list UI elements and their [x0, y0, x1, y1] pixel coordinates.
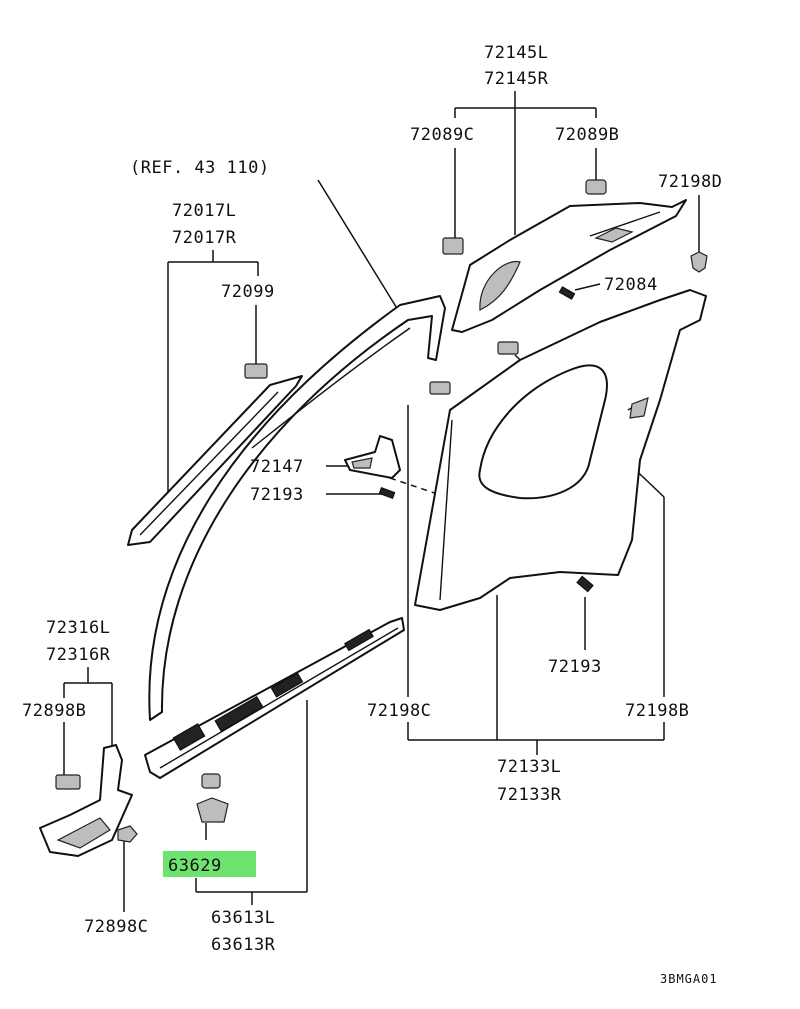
clip-72089c: [442, 237, 464, 255]
label-72898b: 72898B: [22, 701, 86, 721]
clip-72089b: [585, 179, 607, 195]
clip-72099: [244, 363, 268, 379]
label-72133r: 72133R: [497, 785, 562, 805]
label-72198c: 72198C: [367, 701, 431, 721]
label-72316l: 72316L: [46, 618, 110, 638]
label-72089b: 72089B: [555, 125, 619, 145]
label-72017l: 72017L: [172, 201, 236, 221]
quarter-trim: [414, 289, 707, 611]
label-72316r: 72316R: [46, 645, 111, 665]
screw-72084: [558, 286, 576, 300]
label-72193-right: 72193: [548, 657, 602, 677]
scuff-plate: [144, 617, 405, 779]
bracket-72147: [344, 435, 401, 479]
clip-72898c: [117, 825, 138, 843]
screw-72193-left: [378, 487, 396, 499]
label-72099: 72099: [221, 282, 275, 302]
label-72198d: 72198D: [658, 172, 722, 192]
clip-72198d: [690, 251, 708, 273]
label-72145l: 72145L: [484, 43, 548, 63]
clip-63629-lower: [196, 797, 229, 823]
label-72084: 72084: [604, 275, 658, 295]
diagram-code: 3BMGA01: [660, 972, 718, 986]
weatherstrip-ref: [148, 295, 446, 721]
clip-upper-quarter: [497, 341, 519, 355]
kick-panel: [39, 744, 133, 857]
label-72147: 72147: [250, 457, 304, 477]
label-72193-left: 72193: [250, 485, 304, 505]
highlight-63629: [163, 851, 256, 877]
label-ref: (REF. 43 110): [130, 158, 270, 178]
label-72089c: 72089C: [410, 125, 474, 145]
part-labels: 72145L 72145R 72089C 72089B (REF. 43 110…: [22, 43, 722, 986]
leader-lines: [63, 91, 700, 912]
label-72898c: 72898C: [84, 917, 148, 937]
label-72133l: 72133L: [497, 757, 561, 777]
label-72145r: 72145R: [484, 69, 549, 89]
clip-quarter-left: [429, 381, 451, 395]
label-63613r: 63613R: [211, 935, 276, 955]
clip-72898b: [55, 774, 81, 790]
clip-63629-upper: [201, 773, 221, 789]
upper-quarter-trim: [451, 199, 687, 333]
screw-72193-right: [576, 575, 594, 593]
label-63613l: 63613L: [211, 908, 275, 928]
label-72017r: 72017R: [172, 228, 237, 248]
label-63629: 63629: [168, 856, 222, 876]
a-pillar-trim: [127, 375, 303, 546]
label-72198b: 72198B: [625, 701, 689, 721]
